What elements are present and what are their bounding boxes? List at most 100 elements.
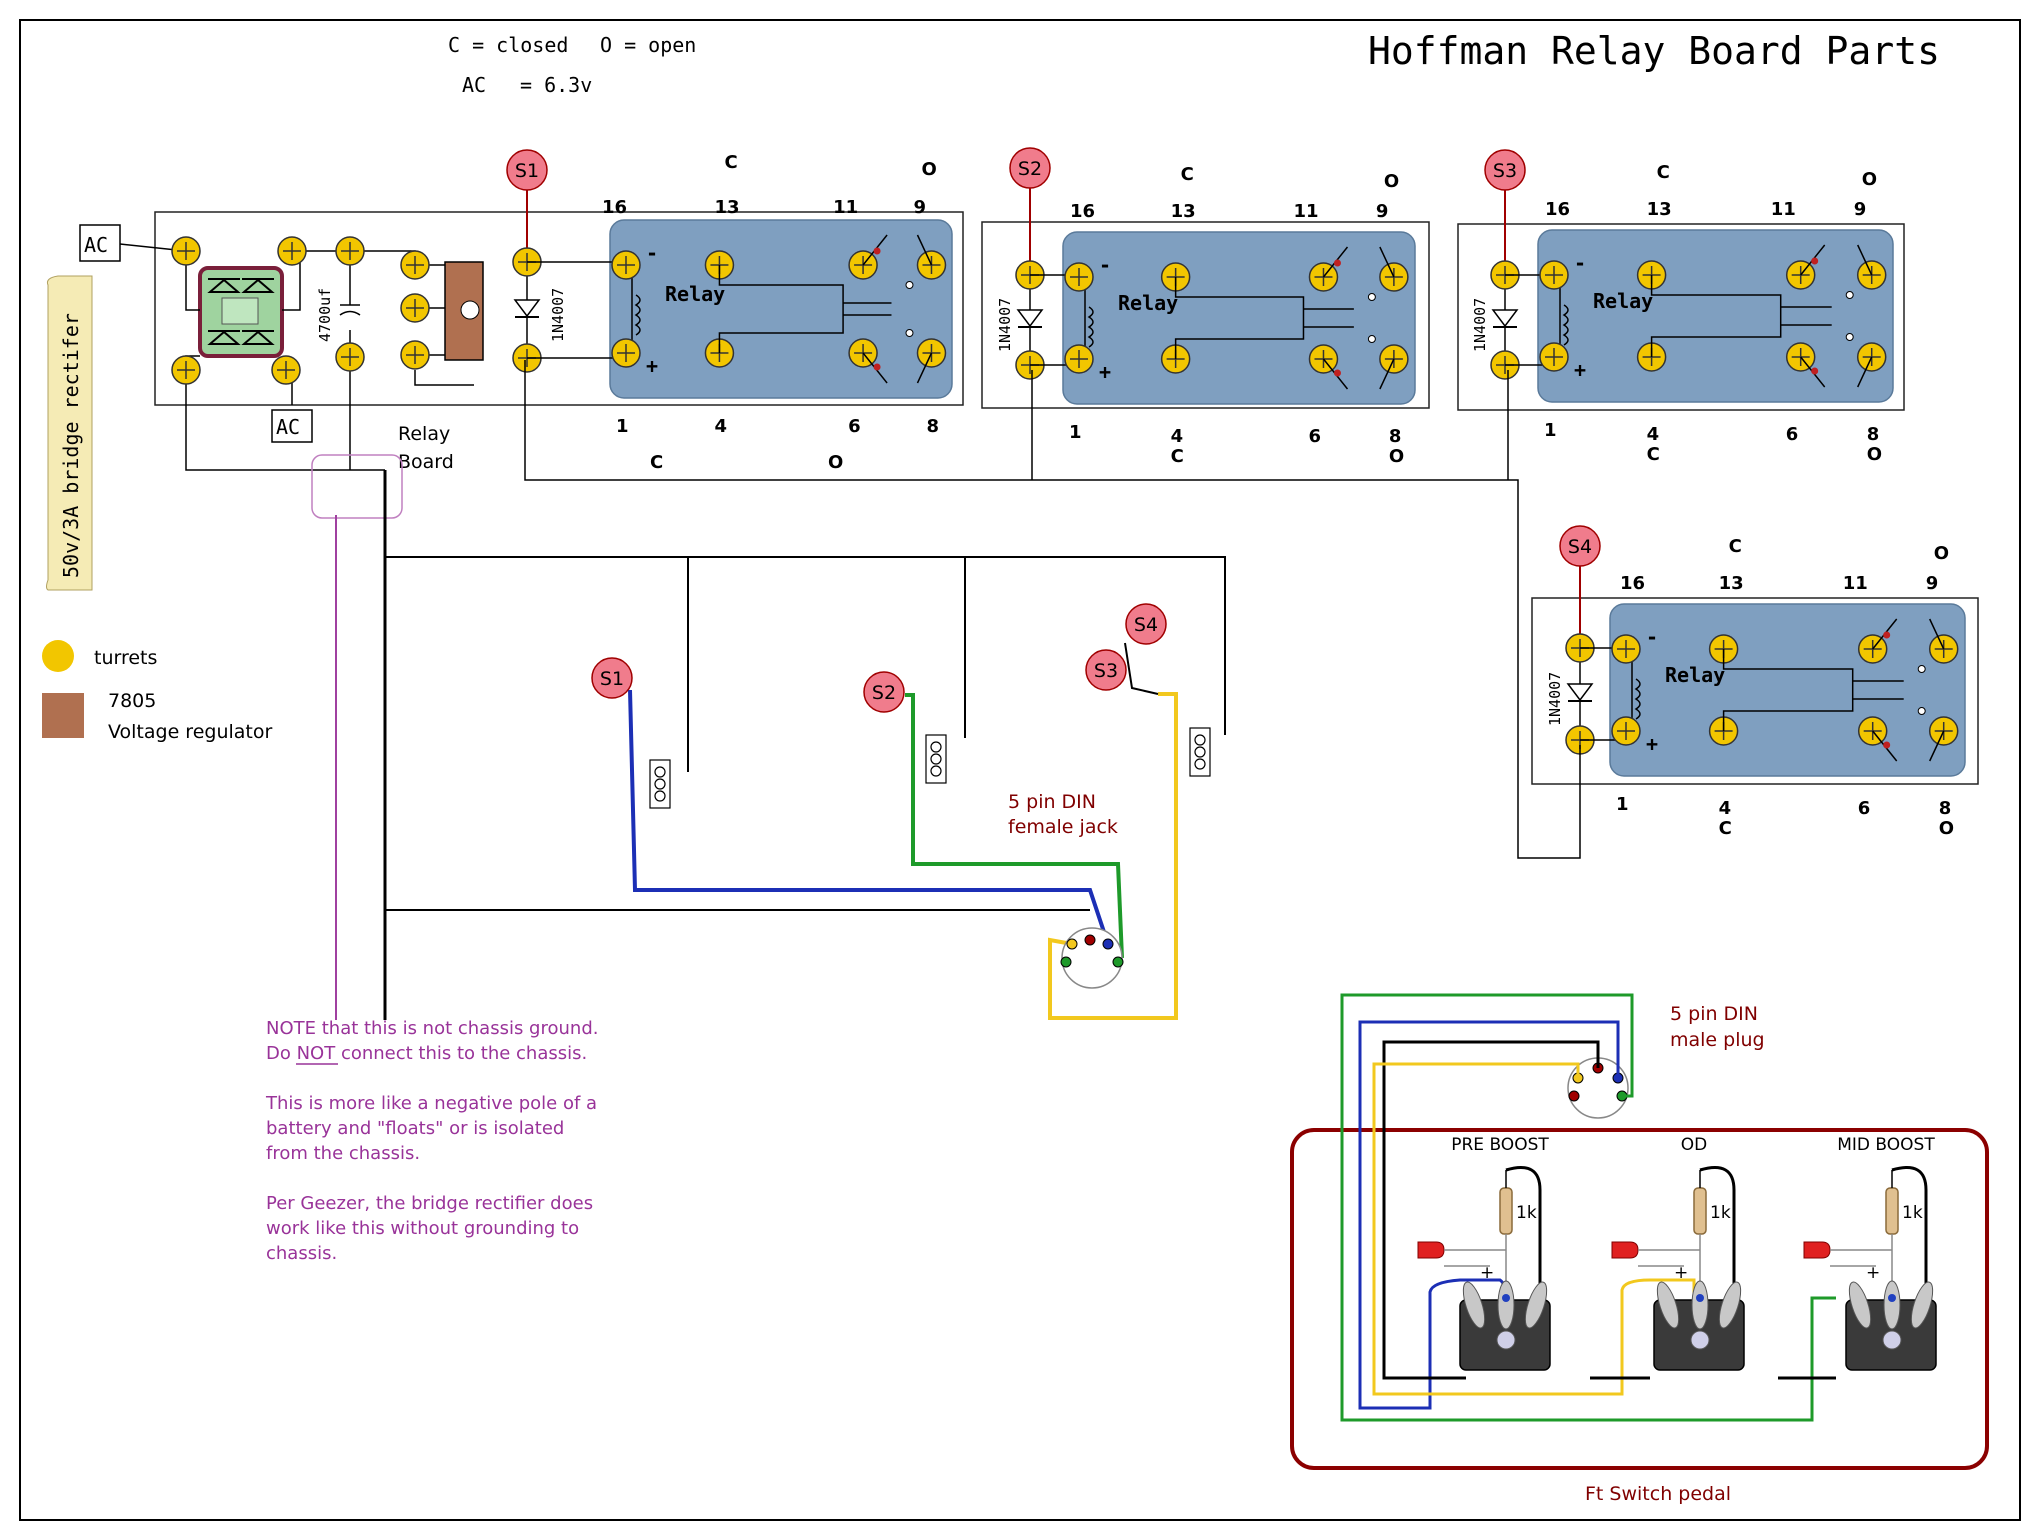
pin-label: 9 <box>1376 201 1389 222</box>
state-label: O <box>1867 444 1882 465</box>
coil-minus: - <box>1099 253 1111 277</box>
pin-label: 4 <box>1647 424 1660 445</box>
page-frame <box>19 19 2021 1521</box>
pin-label: 6 <box>1308 426 1321 447</box>
relay-badge-text: S3 <box>1493 160 1517 182</box>
pin-label: 13 <box>1719 573 1744 594</box>
din-female-label-line1: 5 pin DIN <box>1008 791 1096 813</box>
ac-label-top: AC <box>84 233 108 257</box>
footswitch-pedal-label: Ft Switch pedal <box>1585 1483 1731 1505</box>
footswitch-pedal-enclosure <box>1290 1128 1989 1470</box>
state-label: C <box>1657 162 1670 183</box>
turret <box>1064 262 1094 292</box>
pin-label: 1 <box>616 416 629 437</box>
state-label: C <box>1719 818 1732 839</box>
turret <box>611 250 641 280</box>
led-icon <box>1803 1241 1831 1259</box>
resistor-icon <box>1885 1187 1899 1235</box>
led-icon <box>1417 1241 1445 1259</box>
note-line: from the chassis. <box>266 1143 420 1164</box>
pin-label: 6 <box>1786 424 1799 445</box>
rectifier-diodes-icon <box>207 278 275 345</box>
pin-label: 1 <box>1616 794 1629 815</box>
footswitch-body[interactable] <box>1845 1280 1937 1371</box>
pin-label: 8 <box>1939 798 1952 819</box>
coil-plus: + <box>1646 732 1658 756</box>
pin-label: 11 <box>1843 573 1868 594</box>
relay-board-outline <box>154 211 964 406</box>
resistor-icon <box>1499 1187 1513 1235</box>
coil-minus: - <box>1646 625 1658 649</box>
diode-icon <box>1566 683 1594 702</box>
pin-label: 13 <box>1171 201 1196 222</box>
floating-ground-pad <box>311 454 403 519</box>
footswitch-name-label: PRE BOOST <box>1451 1135 1549 1155</box>
turret <box>611 338 641 368</box>
turret <box>1539 260 1569 290</box>
diode-icon <box>1016 309 1044 328</box>
footswitch-name-label: OD <box>1681 1135 1707 1155</box>
relay-body <box>1537 229 1894 403</box>
footswitch-name-label: MID BOOST <box>1837 1135 1935 1155</box>
relay-body <box>1609 603 1966 777</box>
pin-label: 8 <box>926 416 939 437</box>
pin-label: 9 <box>913 197 926 218</box>
jack-connector <box>649 759 671 809</box>
pin-label: 1 <box>1069 422 1082 443</box>
pin-label: 16 <box>602 197 627 218</box>
state-label: O <box>1389 446 1404 467</box>
relay-badge-text: S1 <box>515 160 539 182</box>
footswitch-body[interactable] <box>1653 1280 1745 1371</box>
capacitor-icon <box>339 304 361 316</box>
state-label: C <box>1171 446 1184 467</box>
relay-badge-s2: S2 <box>1009 147 1051 189</box>
note-line: Do NOT connect this to the chassis. <box>266 1043 587 1064</box>
regulator-code-label: 7805 <box>108 690 156 712</box>
svg-text:S4: S4 <box>1134 614 1158 636</box>
pin-label: 11 <box>833 197 858 218</box>
jack-connector <box>1189 727 1211 777</box>
page-title: Hoffman Relay Board Parts <box>1368 29 1940 73</box>
diode-label: 1N4007 <box>1546 672 1564 726</box>
svg-text:S2: S2 <box>872 682 896 704</box>
footswitch-body[interactable] <box>1459 1280 1551 1371</box>
relay-board-label-line2: Board <box>398 451 454 473</box>
state-label: C <box>1729 536 1742 557</box>
pin-label: 6 <box>848 416 861 437</box>
pin-label: 13 <box>1647 199 1672 220</box>
wire-blue <box>628 689 1110 945</box>
turret <box>335 236 365 266</box>
relay-label: Relay <box>1665 663 1725 687</box>
coil-plus: + <box>1099 360 1111 384</box>
din-female-label-line2: female jack <box>1008 816 1118 838</box>
common-bus-wire <box>524 360 1581 859</box>
pin-label: 9 <box>1926 573 1939 594</box>
coil-minus: - <box>646 241 658 265</box>
pin-label: 4 <box>714 416 727 437</box>
legend-closed: C = closed <box>448 33 568 57</box>
relay-board-outline <box>1457 223 1905 411</box>
pin-label: 4 <box>1171 426 1184 447</box>
state-label: O <box>1384 171 1399 192</box>
relay-board-outline <box>1531 597 1979 785</box>
coil-icon <box>1634 678 1641 720</box>
state-label: O <box>921 159 936 180</box>
wire-black <box>1382 1040 1600 1380</box>
bridge-rectifier-callout: 50v/3A bridge rectifer <box>46 275 93 591</box>
ground-note: NOTE that this is not chassis ground. Do… <box>265 1018 598 1264</box>
bridge-rectifier-label: 50v/3A bridge rectifer <box>59 313 83 578</box>
turret <box>171 355 201 385</box>
state-label: C <box>1647 444 1660 465</box>
pin-label: 16 <box>1620 573 1645 594</box>
relay-label: Relay <box>665 282 725 306</box>
led-icon <box>1611 1241 1639 1259</box>
state-label: C <box>1181 164 1194 185</box>
svg-text:S3: S3 <box>1094 660 1118 682</box>
relay-board-outline <box>981 221 1430 409</box>
pin-label: 13 <box>714 197 739 218</box>
